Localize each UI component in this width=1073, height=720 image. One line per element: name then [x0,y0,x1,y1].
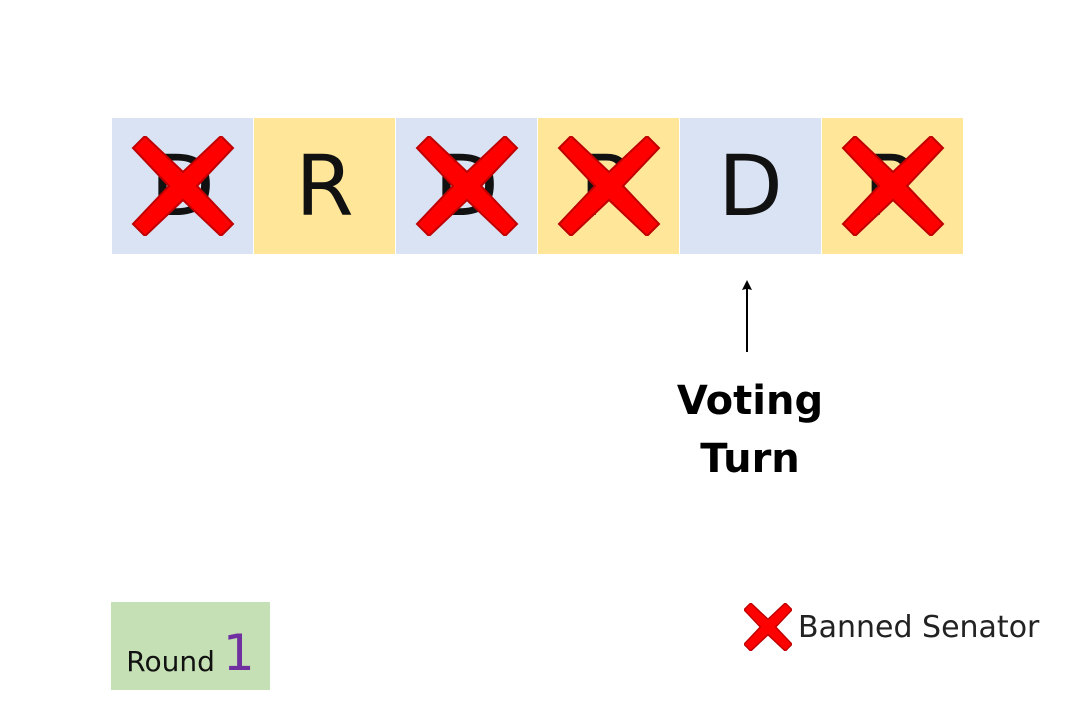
voting-turn-label: Voting Turn [660,372,840,488]
senator-party-letter: D [718,137,783,235]
ban-x-icon [415,136,518,236]
legend: Banned Senator [744,603,1039,651]
senator-party-letter: R [295,137,354,235]
senator-cell: R [254,118,395,254]
voting-turn-line-2: Turn [700,436,800,482]
up-arrow-icon [742,280,752,352]
round-label: Round [126,645,215,678]
red-x-icon [744,603,792,651]
senator-cell: D [680,118,821,254]
round-number: 1 [222,624,255,682]
voting-turn-line-1: Voting [676,378,824,424]
ban-x-icon [557,136,660,236]
senator-cell: R [822,118,963,254]
senate-queue: D R D R D R [112,118,963,254]
round-indicator: Round 1 [111,602,270,690]
senator-cell: R [538,118,679,254]
senator-cell: D [396,118,537,254]
legend-label: Banned Senator [798,609,1040,645]
ban-x-icon [131,136,234,236]
senator-cell: D [112,118,253,254]
ban-x-icon [841,136,944,236]
